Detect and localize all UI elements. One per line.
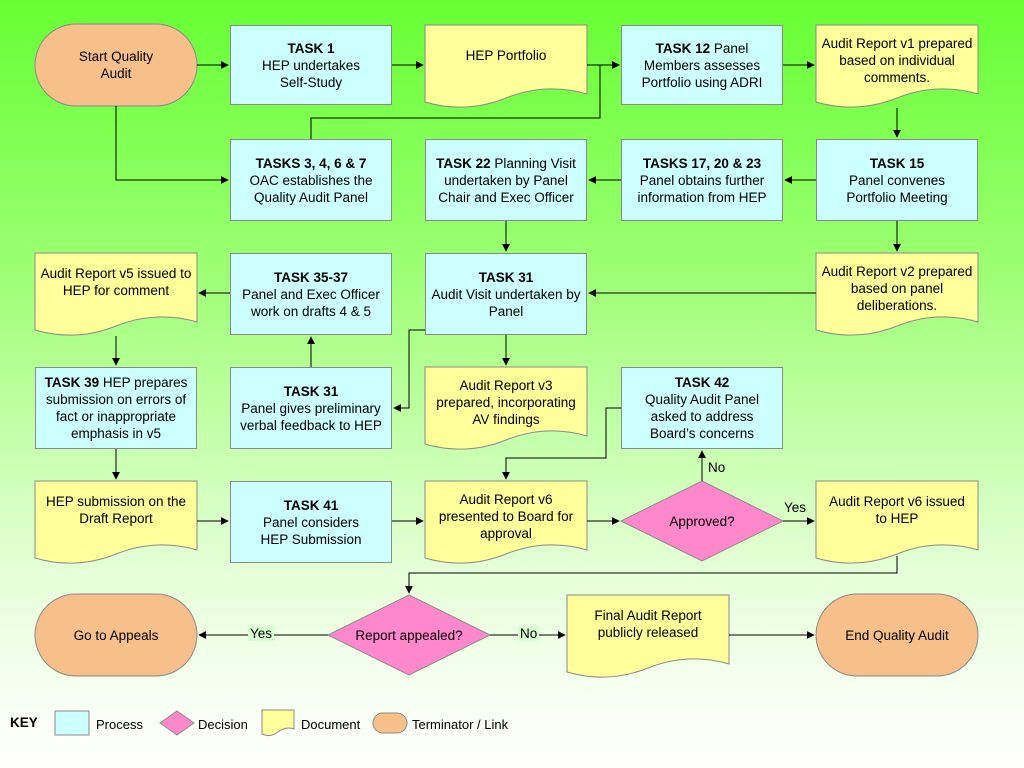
- key-document-swatch: [261, 709, 295, 737]
- report-v5-issued-label: Audit Report v5 issued to HEP for commen…: [40, 266, 192, 298]
- task41-node: TASK 41 Panel considers HEP Submission: [230, 481, 392, 563]
- edge-label-no-approved: No: [708, 460, 726, 475]
- key-title: KEY: [10, 715, 38, 730]
- report-v6-issued-label: Audit Report v6 issued to HEP: [829, 494, 965, 526]
- key-process-swatch: [54, 710, 90, 736]
- task41-title: TASK 41: [283, 497, 339, 513]
- portfolio-node: HEP Portfolio: [425, 25, 587, 95]
- edge-task42-v6board: [502, 407, 621, 480]
- task17-text: Panel obtains further information from H…: [637, 172, 767, 205]
- final-report-node: Final Audit Report publicly released: [567, 595, 729, 667]
- task31a-node: TASK 31 Audit Visit undertaken by Panel: [425, 253, 587, 335]
- task22-node: TASK 22 Planning Visit undertaken by Pan…: [425, 139, 587, 221]
- approved-decision-shape: [619, 480, 785, 562]
- final-report-label: Final Audit Report publicly released: [594, 608, 702, 640]
- task17-title: TASKS 17, 20 & 23: [642, 155, 762, 171]
- hep-submission-document-shape: [34, 480, 198, 564]
- task12-text: Panel Members assesses Portfolio using A…: [641, 40, 763, 90]
- task39-title: TASK 39: [44, 375, 100, 390]
- hep-submission-label: HEP submission on the Draft Report: [45, 494, 187, 526]
- report-v2-label: Audit Report v2 prepared based on panel …: [821, 263, 973, 313]
- key-document-label: Document: [301, 717, 361, 732]
- report-v3-label: Audit Report v3 prepared, incorporating …: [436, 377, 576, 427]
- report-v5-issued-document-shape: [34, 252, 198, 336]
- task39-text: HEP prepares submission on errors of fac…: [45, 375, 188, 441]
- task15-text: Panel convenes Portfolio Meeting: [846, 172, 948, 205]
- task42-text: Quality Audit Panel asked to address Boa…: [644, 392, 760, 441]
- report-v1-document-shape: [815, 24, 979, 108]
- task12-title: TASK 12: [655, 40, 711, 56]
- task15-title: TASK 15: [869, 155, 925, 171]
- report-v1-label: Audit Report v1 prepared based on indivi…: [821, 35, 973, 85]
- hep-submission-node: HEP submission on the Draft Report: [35, 481, 197, 553]
- report-v2-document-shape: [815, 252, 979, 336]
- task42-node: TASK 42 Quality Audit Panel asked to add…: [621, 367, 783, 449]
- task22-text-wrap: TASK 22 Planning Visit undertaken by Pan…: [430, 155, 582, 206]
- edge-start-task3: [115, 106, 229, 184]
- report-v3-node: Audit Report v3 prepared, incorporating …: [425, 367, 587, 447]
- edge-label-yes-appealed: Yes: [248, 626, 275, 641]
- start-node: Start Quality Audit: [35, 24, 197, 106]
- appeals-label: Go to Appeals: [73, 627, 159, 643]
- edge-label-yes-approved: Yes: [784, 500, 807, 515]
- task3-text: OAC establishes the Quality Audit Panel: [249, 172, 373, 205]
- task22-title: TASK 22: [436, 155, 491, 171]
- task3-title: TASKS 3, 4, 6 & 7: [255, 155, 367, 171]
- task31a-title: TASK 31: [478, 269, 534, 285]
- key-decision-label: Decision: [198, 717, 248, 732]
- approved-node: Approved?: [621, 481, 783, 561]
- appeals-terminator-shape: [34, 593, 198, 677]
- task39-node: TASK 39 HEP prepares submission on error…: [35, 367, 197, 449]
- key-process-label: Process: [96, 717, 143, 732]
- end-terminator-shape: [815, 593, 979, 677]
- report-appealed-node: Report appealed?: [328, 595, 490, 675]
- portfolio-label: HEP Portfolio: [465, 47, 547, 63]
- task15-node: TASK 15 Panel convenes Portfolio Meeting: [816, 139, 978, 221]
- task41-text: Panel considers HEP Submission: [260, 514, 362, 547]
- task31b-text: Panel gives preliminary verbal feedback …: [240, 400, 382, 433]
- edge-label-no-appealed: No: [518, 626, 540, 641]
- report-v6-board-label: Audit Report v6 presented to Board for a…: [438, 491, 574, 541]
- end-node: End Quality Audit: [816, 594, 978, 676]
- portfolio-document-shape: [424, 24, 588, 108]
- end-label: End Quality Audit: [845, 627, 949, 643]
- task31b-node: TASK 31 Panel gives preliminary verbal f…: [230, 367, 392, 449]
- task39-text-wrap: TASK 39 HEP prepares submission on error…: [40, 374, 192, 442]
- approved-label: Approved?: [669, 513, 735, 529]
- report-v6-issued-document-shape: [815, 480, 979, 564]
- task31a-text: Audit Visit undertaken by Panel: [431, 286, 581, 319]
- task1-title: TASK 1: [287, 40, 335, 56]
- appeals-node: Go to Appeals: [35, 594, 197, 676]
- task35-title: TASK 35-37: [273, 269, 349, 285]
- task12-text-wrap: TASK 12 Panel Members assesses Portfolio…: [632, 40, 772, 91]
- task31b-title: TASK 31: [283, 383, 339, 399]
- report-v6-board-node: Audit Report v6 presented to Board for a…: [425, 481, 587, 561]
- appealed-decision-shape: [326, 594, 492, 676]
- task12-node: TASK 12 Panel Members assesses Portfolio…: [621, 25, 783, 105]
- key-terminator-label: Terminator / Link: [412, 717, 509, 732]
- task3-node: TASKS 3, 4, 6 & 7 OAC establishes the Qu…: [230, 139, 392, 221]
- task42-title: TASK 42: [674, 375, 730, 390]
- key-decision-swatch: [159, 710, 195, 736]
- task1-text: HEP undertakes Self-Study: [261, 57, 361, 90]
- report-v3-document-shape: [424, 366, 588, 450]
- start-label: Start Quality Audit: [78, 49, 154, 81]
- edge-task31a-task31b: [393, 329, 425, 412]
- report-appealed-label: Report appealed?: [355, 627, 463, 643]
- task22-text: Planning Visit undertaken by Panel Chair…: [438, 155, 576, 205]
- key-terminator-swatch: [372, 712, 408, 734]
- edge-v6issued-appealed: [405, 556, 898, 594]
- report-v1-node: Audit Report v1 prepared based on indivi…: [816, 25, 978, 105]
- task35-text: Panel and Exec Officer work on drafts 4 …: [242, 286, 380, 319]
- report-v2-node: Audit Report v2 prepared based on panel …: [816, 253, 978, 333]
- task17-node: TASKS 17, 20 & 23 Panel obtains further …: [621, 139, 783, 221]
- report-v6-board-document-shape: [424, 480, 588, 564]
- task35-node: TASK 35-37 Panel and Exec Officer work o…: [230, 253, 392, 335]
- task1-node: TASK 1 HEP undertakes Self-Study: [230, 25, 392, 105]
- report-v6-issued-node: Audit Report v6 issued to HEP: [816, 481, 978, 553]
- report-v5-issued-node: Audit Report v5 issued to HEP for commen…: [35, 253, 197, 325]
- edge-task3-task12: [310, 61, 620, 139]
- final-report-document-shape: [566, 594, 730, 678]
